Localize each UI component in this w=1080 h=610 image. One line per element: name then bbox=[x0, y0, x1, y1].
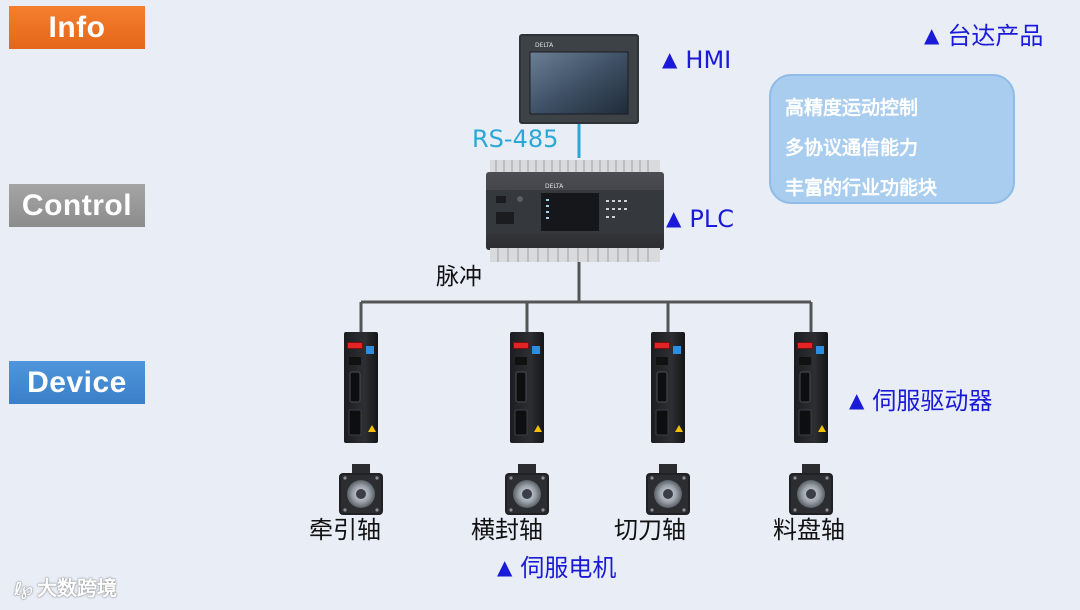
triangle-icon: ▲ bbox=[662, 47, 677, 71]
servo-motor-tag-label: 伺服电机 bbox=[520, 554, 616, 582]
motor-connector bbox=[352, 464, 370, 474]
brand-tag: ▲ 台达产品 bbox=[924, 24, 1043, 48]
servo-unit bbox=[646, 332, 690, 515]
servo-drive-tag-label: 伺服驱动器 bbox=[872, 387, 992, 415]
pulse-bus bbox=[361, 262, 811, 334]
watermark-logo-icon: ℓ℘ bbox=[14, 579, 31, 600]
drive-terminal bbox=[799, 410, 811, 435]
hmi-device: DELTA bbox=[519, 34, 639, 124]
drive-terminal bbox=[515, 410, 527, 435]
motor-connector bbox=[802, 464, 820, 474]
drive-terminal bbox=[656, 410, 668, 435]
drive-port bbox=[656, 357, 668, 365]
drive-port bbox=[799, 357, 811, 365]
motor-shaft bbox=[522, 489, 532, 499]
drive-button bbox=[532, 346, 540, 354]
feature-item: 高精度运动控制 bbox=[785, 88, 1013, 128]
triangle-icon: ▲ bbox=[497, 555, 512, 579]
drive-connector bbox=[800, 372, 810, 402]
drive-button bbox=[816, 346, 824, 354]
hmi-brand-label: DELTA bbox=[535, 42, 554, 49]
servo-motor-tag: ▲ 伺服电机 bbox=[497, 556, 616, 580]
brand-tag-label: 台达产品 bbox=[947, 22, 1043, 50]
servo-unit bbox=[505, 332, 549, 515]
plc-brand-label: DELTA bbox=[545, 183, 564, 190]
pulse-label: 脉冲 bbox=[436, 266, 482, 289]
triangle-icon: ▲ bbox=[924, 23, 939, 47]
motor-connector bbox=[518, 464, 536, 474]
axis-label-cutter: 切刀轴 bbox=[614, 518, 686, 542]
rs485-label: RS-485 bbox=[472, 127, 558, 151]
plc-tag-label: PLC bbox=[689, 205, 734, 233]
motor-shaft bbox=[356, 489, 366, 499]
motor-connector bbox=[659, 464, 677, 474]
drive-terminal bbox=[349, 410, 361, 435]
feature-item: 丰富的行业功能块 bbox=[785, 168, 1013, 208]
feature-box: 高精度运动控制 多协议通信能力 丰富的行业功能块 bbox=[769, 74, 1015, 204]
servo-drive-tag: ▲ 伺服驱动器 bbox=[849, 389, 992, 413]
watermark: ℓ℘ 大数跨境 bbox=[14, 578, 117, 599]
drive-button bbox=[673, 346, 681, 354]
triangle-icon: ▲ bbox=[666, 206, 681, 230]
motor-shaft bbox=[806, 489, 816, 499]
drive-connector bbox=[657, 372, 667, 402]
drive-port bbox=[515, 357, 527, 365]
servo-unit bbox=[789, 332, 833, 515]
drive-connector bbox=[350, 372, 360, 402]
drive-button bbox=[366, 346, 374, 354]
drive-port bbox=[349, 357, 361, 365]
hmi-tag: ▲ HMI bbox=[662, 48, 731, 72]
axis-label-material-tray: 料盘轴 bbox=[773, 518, 845, 542]
axis-label-traction: 牵引轴 bbox=[309, 518, 381, 542]
axis-label-cross-seal: 横封轴 bbox=[471, 518, 543, 542]
hmi-tag-label: HMI bbox=[685, 46, 731, 74]
watermark-text: 大数跨境 bbox=[37, 576, 117, 600]
servo-units bbox=[339, 332, 833, 515]
servo-unit bbox=[339, 332, 383, 515]
plc-device: DELTA bbox=[486, 160, 664, 262]
plc-tag: ▲ PLC bbox=[666, 207, 734, 231]
feature-item: 多协议通信能力 bbox=[785, 128, 1013, 168]
motor-shaft bbox=[663, 489, 673, 499]
drive-connector bbox=[516, 372, 526, 402]
triangle-icon: ▲ bbox=[849, 388, 864, 412]
